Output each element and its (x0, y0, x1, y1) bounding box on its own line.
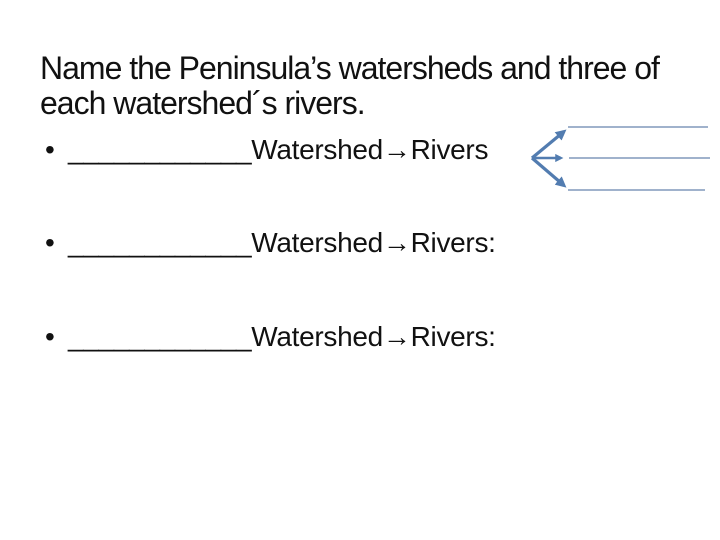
bullet-icon: • (45, 227, 55, 258)
three-branch-arrow-graphic (530, 126, 710, 191)
bullet-text-1: ____________Watershed→Rivers (68, 134, 489, 165)
bullet-text-3: ____________Watershed→Rivers: (68, 321, 496, 352)
bullet-row-2: • ____________Watershed→Rivers: (45, 229, 496, 257)
bullet-row-3: • ____________Watershed→Rivers: (45, 323, 496, 351)
title-line-2: each watershed´s rivers. (40, 85, 366, 121)
slide-title: Name the Peninsula’s watersheds and thre… (40, 51, 680, 121)
bullet-row-1: • ____________Watershed→Rivers (45, 136, 488, 164)
bullet-text-2: ____________Watershed→Rivers: (68, 227, 496, 258)
branch-arrow-down-icon (530, 156, 567, 188)
branch-arrow-up-icon (530, 129, 567, 160)
bullet-icon: • (45, 134, 55, 165)
title-line-1: Name the Peninsula’s watersheds and thre… (40, 50, 660, 86)
bullet-icon: • (45, 321, 55, 352)
